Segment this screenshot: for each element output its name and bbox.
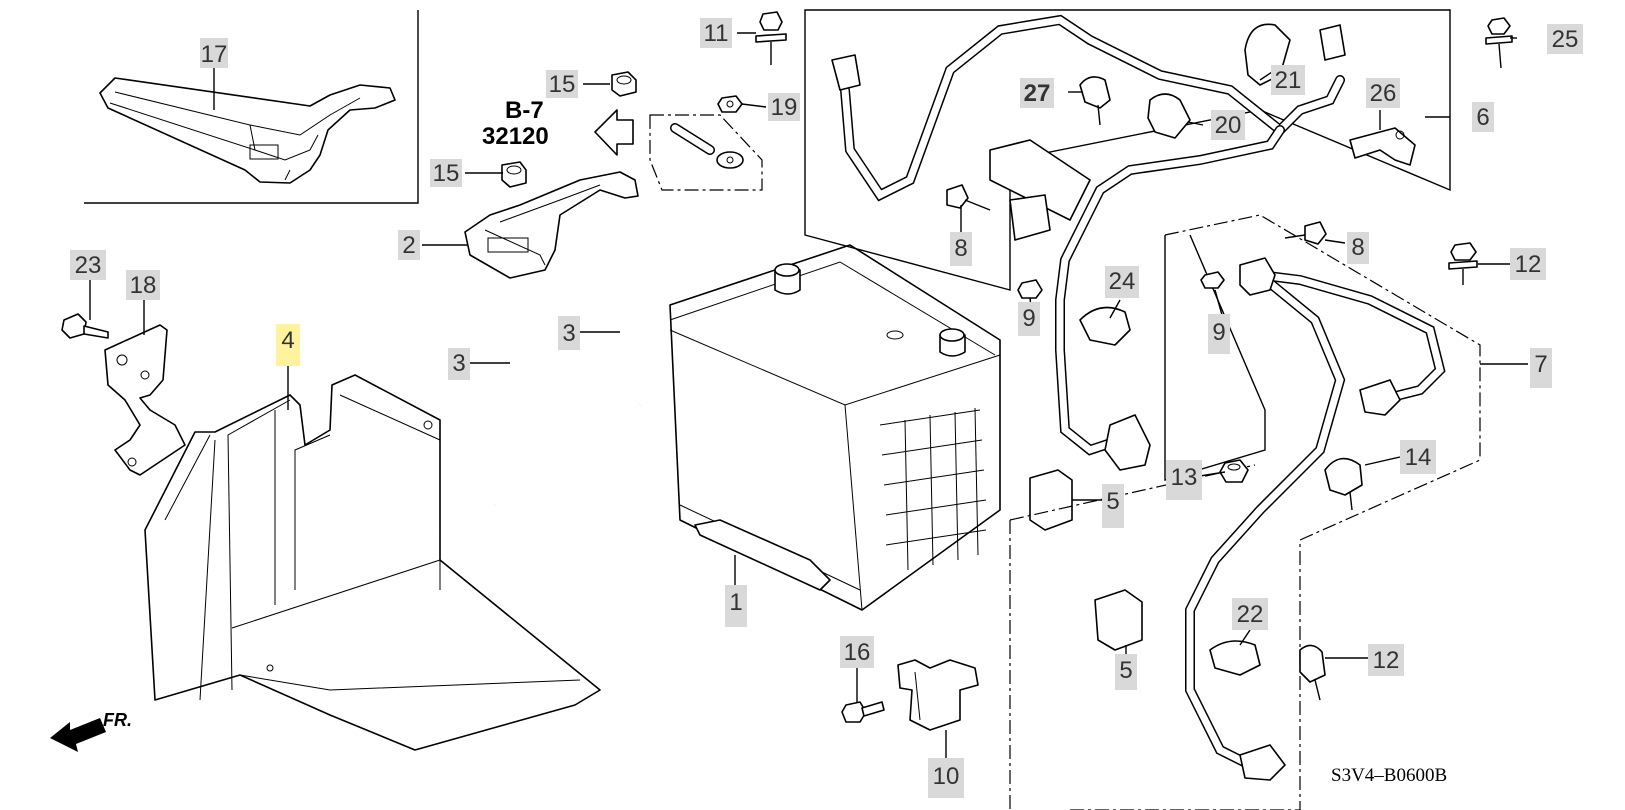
part-22-clip[interactable]	[1209, 640, 1261, 676]
callout-12-top[interactable]: 12	[1515, 251, 1542, 278]
callout-6[interactable]: 6	[1476, 104, 1489, 131]
part-10-holder[interactable]	[897, 659, 979, 731]
ref-number: 32120	[482, 123, 549, 150]
part-26-bracket[interactable]	[1349, 127, 1416, 166]
callout-15-mid[interactable]: 15	[433, 160, 460, 187]
callout-3-left[interactable]: 3	[452, 350, 465, 377]
callout-12-low[interactable]: 12	[1373, 647, 1400, 674]
callout-16[interactable]: 16	[844, 639, 871, 666]
callout-14[interactable]: 14	[1405, 444, 1432, 471]
part-7-cable-harness[interactable]	[1185, 257, 1446, 781]
callout-15-top[interactable]: 15	[549, 71, 576, 98]
callout-4-highlighted[interactable]: 4	[281, 327, 294, 354]
part-17-bracket[interactable]	[99, 77, 396, 184]
part-13-nut[interactable]	[1219, 459, 1249, 483]
part-9-nut-right[interactable]	[1200, 271, 1225, 289]
callout-20[interactable]: 20	[1215, 112, 1242, 139]
callout-3-right[interactable]: 3	[562, 320, 575, 347]
callout-24[interactable]: 24	[1109, 268, 1136, 295]
part-5-terminal-cover-mid[interactable]	[1029, 469, 1073, 531]
callout-18[interactable]: 18	[130, 272, 157, 299]
callout-23[interactable]: 23	[75, 252, 102, 279]
callout-17[interactable]: 17	[201, 41, 228, 68]
callout-10[interactable]: 10	[933, 763, 960, 790]
part-15-nut-mid[interactable]	[501, 161, 527, 188]
callout-5-low[interactable]: 5	[1119, 657, 1132, 684]
part-1-battery[interactable]	[669, 244, 1001, 611]
reference-box[interactable]: B-7 32120	[482, 97, 634, 156]
callout-1[interactable]: 1	[729, 589, 742, 616]
callout-21[interactable]: 21	[1275, 67, 1302, 94]
terminal-dashed-frame	[649, 114, 763, 191]
callout-13[interactable]: 13	[1171, 464, 1198, 491]
callout-27[interactable]: 27	[1024, 80, 1051, 107]
part-25-bolt[interactable]	[1485, 17, 1513, 69]
part-16-bolt[interactable]	[841, 701, 885, 723]
leader-lines	[89, 32, 1528, 758]
callout-labels: 17 15 15 19 11 27 21 20 26 25 6 2 8 8 23…	[70, 18, 1583, 798]
part-11-bolt[interactable]	[755, 11, 787, 65]
callout-9-right[interactable]: 9	[1212, 319, 1225, 346]
callout-26[interactable]: 26	[1370, 80, 1397, 107]
callout-8-right[interactable]: 8	[1351, 234, 1364, 261]
ref-sheet: B-7	[505, 97, 544, 124]
arrow-left-icon	[594, 109, 634, 156]
part-7-harness-frame	[1009, 214, 1481, 810]
part-14-clip[interactable]	[1324, 457, 1363, 511]
part-12-bolt-low[interactable]	[1299, 644, 1326, 701]
part-15-nut-top[interactable]	[611, 71, 637, 97]
diagram-code: S3V4–B0600B	[1331, 765, 1447, 786]
front-direction-indicator: FR.	[50, 710, 132, 752]
part-6-harness-frame	[804, 9, 1451, 291]
callout-11[interactable]: 11	[704, 20, 729, 47]
part-12-bolt-top[interactable]	[1448, 242, 1478, 285]
part-6-cable-harness[interactable]	[831, 14, 1346, 471]
part-24-clip[interactable]	[1079, 306, 1131, 346]
callout-9-left[interactable]: 9	[1022, 305, 1035, 332]
inset-frame	[84, 10, 419, 204]
part-27-clip[interactable]	[1079, 76, 1111, 126]
callout-19[interactable]: 19	[771, 94, 798, 121]
part-18-bracket[interactable]	[104, 324, 186, 476]
part-23-bolt[interactable]	[61, 313, 109, 339]
part-3-rod-left[interactable]	[494, 311, 515, 506]
part-20-clip[interactable]	[1147, 93, 1191, 139]
callout-25[interactable]: 25	[1552, 26, 1579, 53]
part-4-battery-tray[interactable]	[144, 374, 601, 751]
part-8-bolt-right[interactable]	[1284, 221, 1327, 245]
fr-label: FR.	[103, 710, 132, 730]
part-8-bolt-top[interactable]	[946, 184, 991, 211]
callout-2[interactable]: 2	[402, 232, 415, 259]
callout-8-top[interactable]: 8	[954, 235, 967, 262]
callout-7[interactable]: 7	[1534, 351, 1547, 378]
part-3-rod-right[interactable]	[620, 219, 641, 420]
part-2-hold-down-bracket[interactable]	[464, 171, 639, 279]
arrow-front-icon	[50, 718, 106, 752]
callout-5-mid[interactable]: 5	[1106, 488, 1119, 515]
callout-22[interactable]: 22	[1237, 601, 1264, 628]
part-9-nut-left[interactable]	[1017, 279, 1043, 299]
part-19-nut[interactable]	[717, 95, 743, 113]
part-5-terminal-cover-low[interactable]	[1094, 589, 1143, 651]
